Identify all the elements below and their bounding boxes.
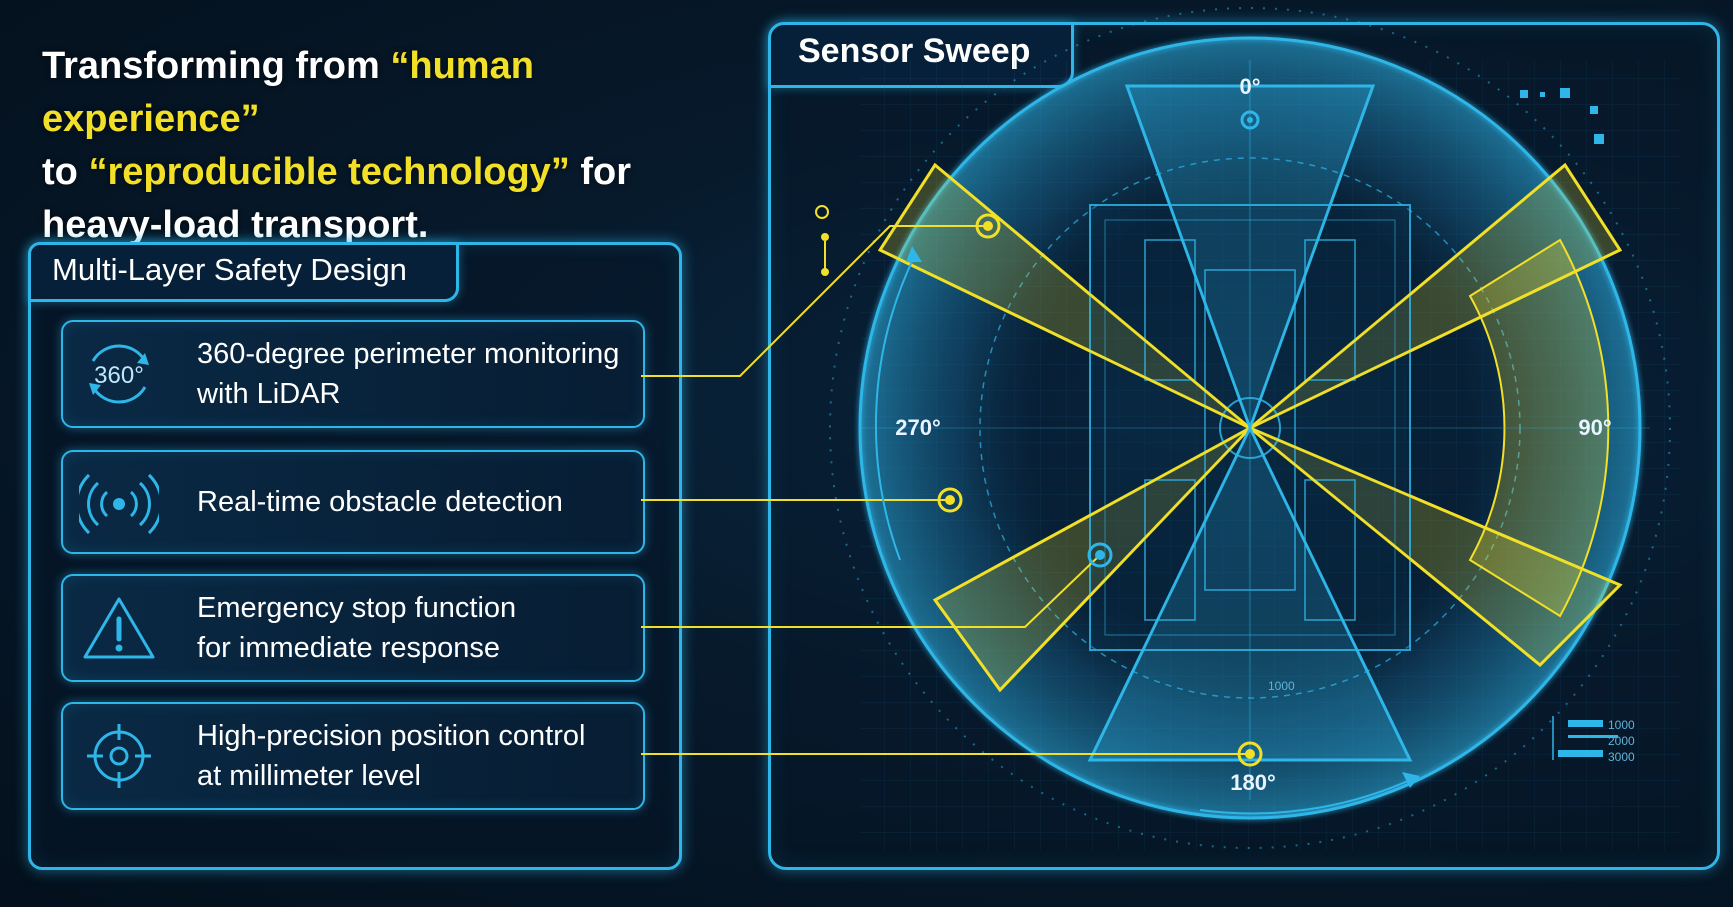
warning-triangle-icon [79, 593, 159, 663]
marker-emergency [1087, 542, 1113, 568]
rotation-arc-left [874, 254, 916, 561]
outer-dotted-ring [829, 7, 1671, 849]
sweep-arc-right [1468, 238, 1610, 618]
headline-line-2-suffix: for [569, 151, 632, 193]
decorative-marks [1520, 88, 1604, 144]
feature-text: High-precision position control at milli… [197, 716, 627, 796]
angle-label-top: 0° [1239, 74, 1260, 99]
angle-label-right: 90° [1578, 415, 1611, 440]
vehicle-marker-icon [815, 205, 829, 276]
feature-text: 360-degree perimeter monitoring with LiD… [197, 334, 627, 414]
feature-line-1: High-precision position control [197, 720, 586, 752]
angle-label-left: 270° [895, 415, 941, 440]
headline: Transforming from “human experience” to … [42, 40, 742, 252]
feature-card-obstacle-detection: Real-time obstacle detection [61, 450, 645, 554]
feature-card-emergency-stop: Emergency stop function for immediate re… [61, 574, 645, 682]
crosshair-target-icon [79, 721, 159, 791]
rotation-arrow-left [906, 246, 922, 262]
headline-line-1-prefix: Transforming from [42, 45, 391, 87]
connector-lidar [641, 225, 988, 377]
360-icon-label: 360° [94, 362, 144, 389]
outer-ring [858, 36, 1642, 820]
headline-line-3: heavy-load transport. [42, 204, 429, 246]
feature-line-2: for immediate response [197, 632, 501, 664]
headline-highlight-reproducible-technology: “reproducible technology” [88, 151, 570, 193]
safety-panel-title-tab [28, 242, 459, 302]
headline-line-2: to “reproducible technology” for [42, 146, 742, 199]
rotation-arrow-bottom [1402, 772, 1420, 788]
scale-label-2: 2000 [1608, 734, 1635, 748]
safety-panel-title: Multi-Layer Safety Design [52, 252, 407, 287]
angle-label-bottom: 180° [1230, 770, 1276, 795]
scale-legend: 1000 2000 3000 [1552, 716, 1635, 764]
feature-line-2: with LiDAR [197, 378, 341, 410]
marker-top [1240, 110, 1260, 130]
feature-text: Emergency stop function for immediate re… [197, 588, 627, 668]
360-rotation-icon: 360° [79, 339, 159, 409]
headline-line-2-prefix: to [42, 151, 89, 193]
rotation-arc-bottom [1199, 779, 1411, 815]
feature-line-1: Emergency stop function [197, 592, 517, 624]
feature-card-lidar-monitoring: 360° 360-degree perimeter monitoring wit… [61, 320, 645, 428]
marker-lidar [975, 213, 1001, 239]
marker-obstacle [937, 487, 963, 513]
feature-card-position-control: High-precision position control at milli… [61, 702, 645, 810]
feature-text: Real-time obstacle detection [197, 462, 627, 542]
headline-line-1: Transforming from “human experience” [42, 40, 742, 146]
marker-position [1237, 741, 1263, 767]
center-scale-label: 1000 [1268, 679, 1295, 693]
sweep-rays-cyan [1088, 85, 1412, 761]
scale-label-1: 1000 [1608, 718, 1635, 732]
sweep-rays [879, 164, 1621, 691]
connector-emergency [641, 554, 1101, 628]
scale-label-3: 3000 [1608, 750, 1635, 764]
headline-highlight-human-experience: “human experience” [42, 45, 534, 140]
feature-line-2: at millimeter level [197, 760, 421, 792]
feature-line-1: 360-degree perimeter monitoring [197, 338, 620, 370]
feature-line-1: Real-time obstacle detection [197, 486, 563, 518]
